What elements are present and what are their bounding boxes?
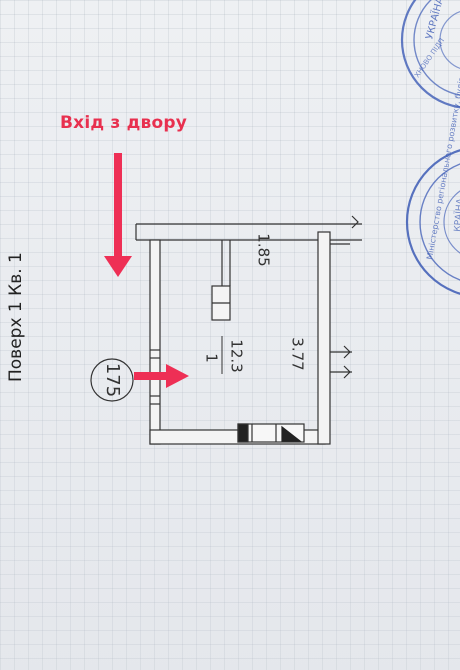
svg-text:КРАЇНА: КРАЇНА	[452, 197, 460, 232]
dimension-width: 1.85	[255, 233, 273, 266]
svg-text:ХНОВО ПІДП: ХНОВО ПІДП	[413, 37, 446, 79]
official-stamp-top: УКРАЇНА ХНОВО ПІДП	[400, 0, 460, 109]
room-entry-arrow	[134, 364, 189, 388]
apartment-number: 175	[102, 363, 123, 397]
apartment-number-circle	[90, 358, 134, 402]
entrance-label: Вхід з двору	[60, 113, 188, 133]
room-outline	[149, 231, 352, 445]
room-area: 12.3	[228, 339, 246, 372]
room-number: 1	[203, 353, 221, 363]
entrance-arrow	[104, 153, 132, 277]
dimension-length: 3.77	[289, 337, 307, 370]
